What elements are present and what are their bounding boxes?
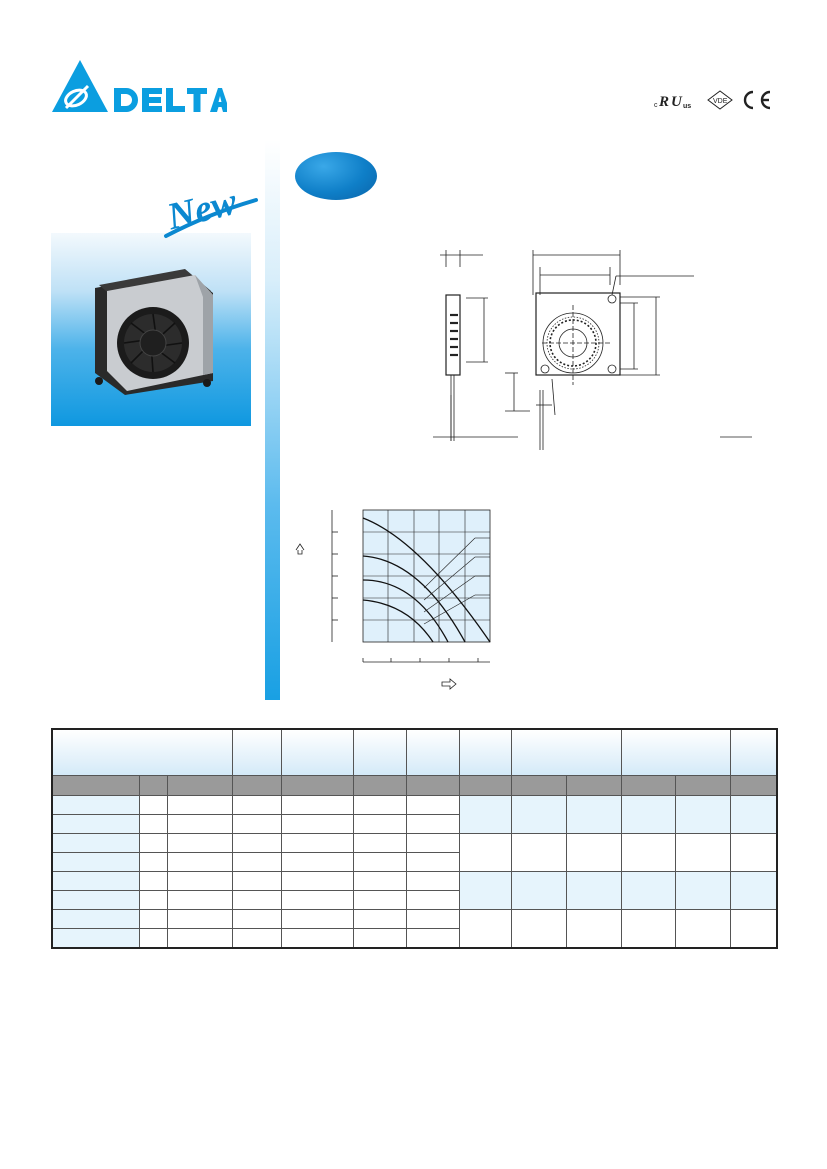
table-row [51, 890, 777, 910]
delta-logo-icon [52, 60, 108, 112]
front-view [505, 250, 752, 450]
certification-marks: c R U us VDE [654, 90, 771, 110]
ce-cert-icon [743, 90, 771, 110]
new-badge: New [162, 180, 258, 238]
table-row [51, 833, 778, 872]
performance-curves [362, 517, 491, 643]
delta-wordmark [114, 88, 227, 112]
table-row [51, 928, 777, 949]
svg-text:c: c [654, 102, 658, 109]
series-badge [295, 152, 377, 200]
curve-1 [362, 517, 491, 643]
table-row [51, 871, 778, 910]
side-view [433, 250, 518, 441]
table-header-row [51, 728, 778, 776]
curve-3 [362, 579, 449, 643]
svg-text:U: U [671, 94, 683, 110]
delta-logo [52, 60, 227, 112]
table-row [51, 814, 777, 834]
table-row [51, 909, 778, 949]
x-axis [362, 658, 490, 663]
vertical-divider [265, 140, 280, 700]
specification-table [51, 728, 778, 949]
performance-curve-chart [295, 509, 491, 690]
up-arrow-icon [295, 543, 305, 555]
dimension-drawing [433, 250, 752, 450]
curve-2 [362, 555, 466, 643]
right-arrow-icon [441, 678, 457, 690]
table-unit-row [51, 775, 778, 796]
ul-cert-icon: c R U us [654, 94, 691, 110]
svg-text:us: us [683, 103, 691, 110]
blower-fan-photo [95, 269, 213, 395]
curve-leaders [423, 537, 490, 625]
y-axis [331, 510, 338, 642]
svg-text:R: R [658, 94, 669, 110]
svg-text:VDE: VDE [713, 98, 728, 105]
table-row [51, 795, 778, 834]
curve-4 [362, 599, 434, 643]
new-badge-text: New [162, 180, 241, 238]
vde-cert-icon: VDE [707, 90, 733, 110]
